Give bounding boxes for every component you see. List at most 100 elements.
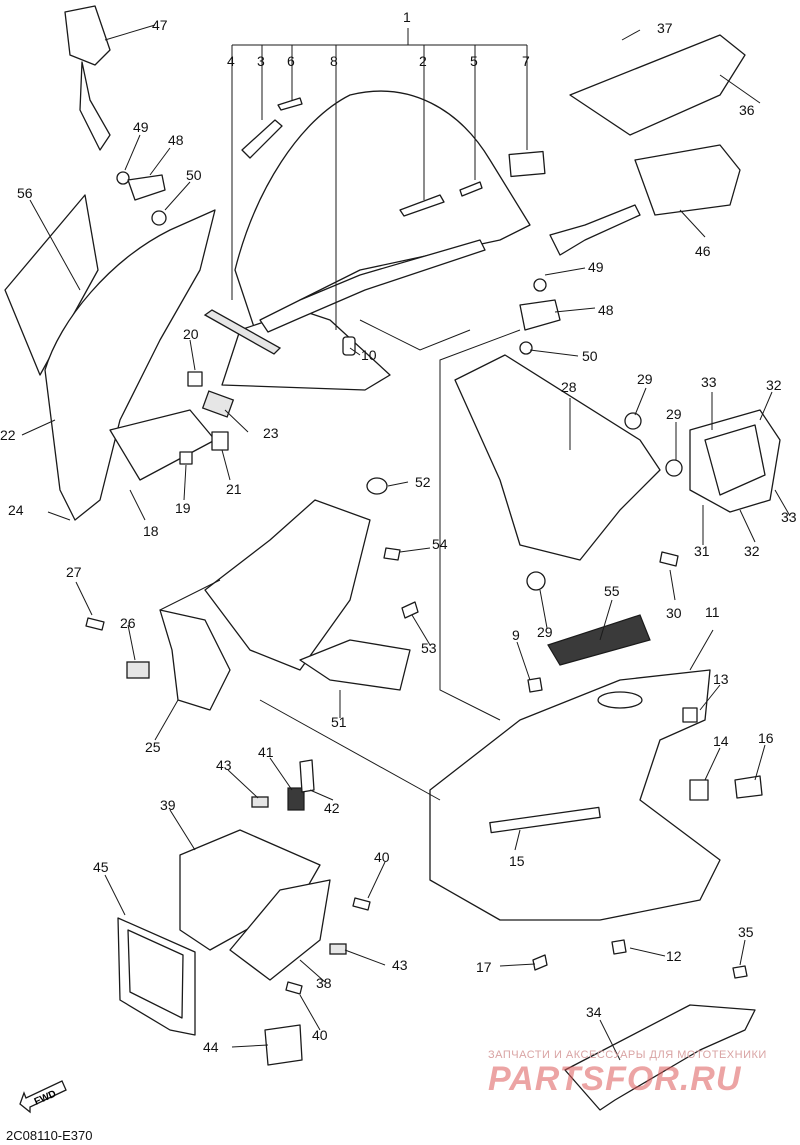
bolt-part-53 (401, 601, 419, 619)
callout-54: 54 (432, 536, 448, 552)
forward-arrow-icon: FWD (16, 1074, 72, 1119)
pad-part-14 (689, 779, 709, 801)
callout-labels: 1 2 3 4 5 6 7 8 9 10 11 12 13 14 15 16 1… (0, 9, 797, 1055)
screw-part-17 (532, 954, 548, 971)
callout-33a: 33 (701, 374, 717, 390)
callout-26: 26 (120, 615, 136, 631)
callout-32a: 32 (766, 377, 782, 393)
clip-part-13 (682, 707, 698, 723)
callout-7: 7 (522, 53, 530, 69)
sticker-part-7 (508, 150, 546, 178)
callout-18: 18 (143, 523, 159, 539)
callout-30: 30 (666, 605, 682, 621)
callout-2: 2 (419, 53, 427, 69)
screw-part-30 (659, 551, 679, 567)
callout-50b: 50 (582, 348, 598, 364)
clip-part-2 (399, 194, 445, 217)
cap-part-52 (366, 477, 388, 495)
side-panel-part-56 (4, 194, 99, 376)
watermark-tagline: ЗАПЧАСТИ И АКСЕССУАРЫ ДЛЯ МОТОТЕХНИКИ (488, 1049, 767, 1061)
callout-43a: 43 (216, 757, 232, 773)
inner-panel-part-51 (204, 499, 371, 671)
under-cover-part-34 (564, 1004, 756, 1111)
callout-37: 37 (657, 20, 673, 36)
callout-17: 17 (476, 959, 492, 975)
callout-41: 41 (258, 744, 274, 760)
sensor-part-41 (287, 787, 305, 811)
pad-part-43b (329, 943, 347, 955)
callout-28: 28 (561, 379, 577, 395)
clip-part-19 (179, 451, 193, 465)
callout-10: 10 (361, 347, 377, 363)
callout-47: 47 (152, 17, 168, 33)
callout-24: 24 (8, 502, 24, 518)
callout-36: 36 (739, 102, 755, 118)
callout-9: 9 (512, 627, 520, 643)
callout-21: 21 (226, 481, 242, 497)
mirror-right-part-46 (519, 144, 741, 355)
screw-part-27 (85, 617, 105, 631)
callout-42: 42 (324, 800, 340, 816)
grommet-part-29b (665, 459, 683, 477)
callout-19: 19 (175, 500, 191, 516)
callout-29c: 29 (537, 624, 553, 640)
callout-20: 20 (183, 326, 199, 342)
plate-part-21 (211, 431, 229, 451)
strip-part-4 (203, 309, 282, 355)
callout-6: 6 (287, 53, 295, 69)
callout-8: 8 (330, 53, 338, 69)
diagram-code: 2C08110-E370 (6, 1128, 93, 1143)
callout-29a: 29 (637, 371, 653, 387)
callout-34: 34 (586, 1004, 602, 1020)
right-fairing-part-11 (429, 669, 721, 921)
callout-23: 23 (263, 425, 279, 441)
callout-39: 39 (160, 797, 176, 813)
callout-16: 16 (758, 730, 774, 746)
callout-5: 5 (470, 53, 478, 69)
callout-53: 53 (421, 640, 437, 656)
callout-25: 25 (145, 739, 161, 755)
clip-part-3 (241, 119, 283, 159)
callout-49a: 49 (133, 119, 149, 135)
callout-12: 12 (666, 948, 682, 964)
callout-40b: 40 (312, 1027, 328, 1043)
callout-32b: 32 (744, 543, 760, 559)
watermark-logo: PARTSFOR.RU (488, 1060, 742, 1098)
callout-51: 51 (331, 714, 347, 730)
pad-part-26 (126, 661, 150, 679)
bolt-part-42 (299, 759, 315, 793)
callout-55: 55 (604, 583, 620, 599)
callout-11: 11 (705, 604, 720, 620)
grommet-part-29a (624, 412, 642, 430)
emblem-part-55 (547, 614, 651, 666)
callout-56: 56 (17, 185, 33, 201)
callout-38: 38 (316, 975, 332, 991)
strip-part-15 (489, 806, 601, 834)
duct-part-25 (159, 609, 231, 711)
callout-29b: 29 (666, 406, 682, 422)
windscreen-trim-part (259, 239, 486, 333)
block-part-16 (734, 775, 763, 799)
callout-43b: 43 (392, 957, 408, 973)
windscreen-part (221, 90, 531, 391)
mirror-left-part-47 (64, 5, 167, 226)
screw-part-40a (352, 897, 371, 911)
callout-22: 22 (0, 427, 16, 443)
callout-35: 35 (738, 924, 754, 940)
callout-45: 45 (93, 859, 109, 875)
callout-33b: 33 (781, 509, 797, 525)
air-duct-part-38 (229, 879, 331, 981)
pad-part-43a (251, 796, 269, 808)
clip-part-12 (611, 939, 627, 955)
callout-48b: 48 (598, 302, 614, 318)
callout-49b: 49 (588, 259, 604, 275)
callout-31: 31 (694, 543, 710, 559)
callout-1: 1 (403, 9, 411, 25)
callout-3: 3 (257, 53, 265, 69)
inner-bracket-part-18 (109, 409, 216, 481)
bolt-part-54 (383, 547, 401, 561)
callout-14: 14 (713, 733, 729, 749)
left-fairing-part-22 (44, 209, 216, 521)
callout-50a: 50 (186, 167, 202, 183)
